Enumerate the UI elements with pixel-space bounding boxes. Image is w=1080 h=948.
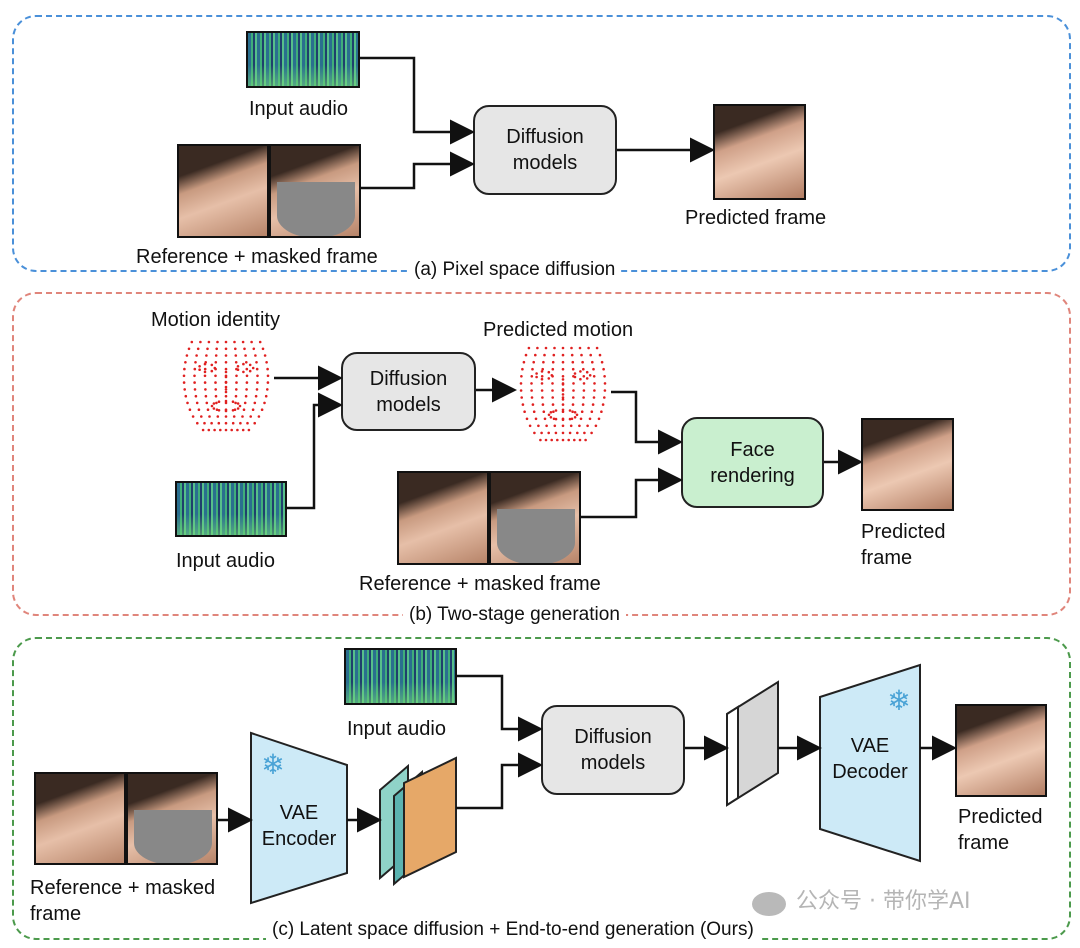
predicted-frame-image: [713, 104, 806, 200]
diffusion-models-box: Diffusion models: [341, 352, 476, 431]
reference-masked-label: Reference + masked frame: [30, 877, 216, 925]
panel-c-caption: (c) Latent space diffusion + End-to-end …: [266, 919, 760, 941]
panel-b-caption: (b) Two-stage generation: [403, 604, 626, 626]
motion-identity-label: Motion identity: [151, 309, 280, 331]
snowflake-icon: ❄: [887, 684, 910, 717]
predicted-motion-label: Predicted motion: [483, 319, 634, 341]
predicted-frame-label: Predicted frame: [685, 207, 827, 229]
face-rendering-box: Face rendering: [681, 417, 824, 508]
reference-face-image: [34, 772, 126, 865]
diffusion-models-label: Diffusion models: [506, 126, 584, 174]
masked-face-image: [489, 471, 581, 565]
spectrogram-icon: [344, 648, 457, 705]
face-rendering-label: Face rendering: [710, 438, 795, 487]
reference-masked-label: Reference + masked frame: [359, 573, 601, 595]
arrow-latent-to-diffusion: [456, 752, 543, 810]
arrow-frame-to-diffusion: [361, 151, 475, 190]
reference-face-image: [397, 471, 489, 565]
predicted-motion-landmark-icon: [519, 346, 607, 442]
mask-region: [134, 810, 212, 863]
input-audio-label: Input audio: [347, 718, 446, 740]
vae-encoder-shape: [250, 731, 348, 905]
reference-masked-label: Reference + masked frame: [136, 246, 378, 268]
arrow-audio-to-diffusion: [360, 56, 475, 145]
vae-decoder-label: VAE Decoder: [832, 735, 908, 783]
arrow-frame-to-rendering: [581, 467, 683, 519]
snowflake-icon: ❄: [261, 748, 284, 781]
arrow-audio-to-diffusion: [457, 674, 543, 742]
latent-feature-stack: [379, 756, 457, 887]
mask-region: [497, 509, 575, 563]
input-audio-label: Input audio: [176, 550, 275, 572]
wechat-icon: [752, 892, 786, 916]
diffusion-models-label: Diffusion models: [574, 726, 652, 774]
diffusion-models-box: Diffusion models: [541, 705, 685, 795]
panel-a-caption: (a) Pixel space diffusion: [408, 259, 622, 281]
masked-face-image: [269, 144, 361, 238]
reference-face-image: [177, 144, 269, 238]
vae-decoder-shape: [819, 663, 921, 863]
spectrogram-icon: [246, 31, 360, 88]
watermark-text: 公众号 · 带你学AI: [796, 889, 971, 914]
motion-identity-landmark-icon: [182, 340, 270, 432]
diffusion-models-label: Diffusion models: [369, 367, 448, 416]
spectrogram-icon: [175, 481, 287, 537]
denoised-latent-slab: [726, 680, 779, 807]
predicted-frame-label: Predicted frame: [958, 806, 1043, 854]
masked-face-image: [126, 772, 218, 865]
arrow-audio-to-diffusion: [287, 392, 343, 510]
diffusion-models-box: Diffusion models: [473, 105, 617, 195]
input-audio-label: Input audio: [249, 98, 348, 120]
arrow-motion-to-rendering: [611, 390, 683, 455]
predicted-frame-label: Predicted frame: [861, 521, 946, 569]
mask-region: [277, 182, 355, 236]
vae-encoder-label: VAE Encoder: [261, 802, 337, 850]
